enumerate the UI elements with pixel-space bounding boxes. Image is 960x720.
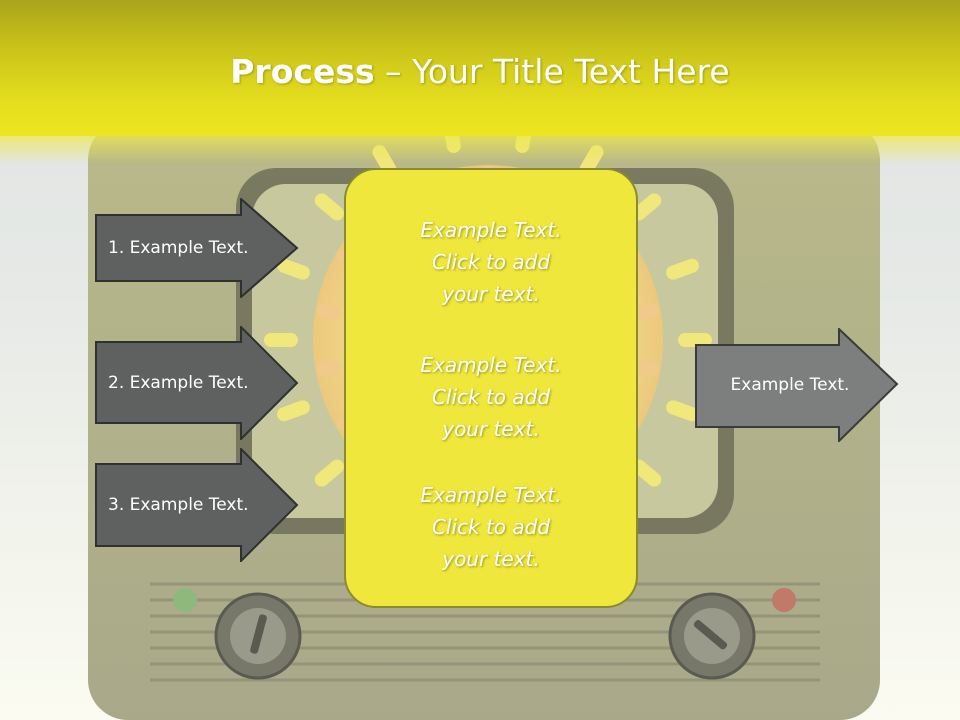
sun-ray <box>635 360 660 376</box>
title-bar-fade <box>0 136 960 164</box>
arrow-shape <box>95 326 299 440</box>
center-text-box[interactable]: Example Text. Click to add your text. Ex… <box>344 168 638 608</box>
sun-ray <box>316 304 341 320</box>
sun-ray <box>631 193 662 221</box>
sun-ray <box>631 459 662 487</box>
sun-ray <box>678 333 712 347</box>
slide-title-bold: Process <box>230 52 375 91</box>
arrow-shape <box>95 448 299 562</box>
sun-ray <box>277 400 310 422</box>
left-arrow-2-label: 2. Example Text. <box>108 373 249 393</box>
sun-ray <box>264 333 298 347</box>
center-text-block-2: Example Text. Click to add your text. <box>420 353 562 441</box>
sun-ray <box>316 360 341 376</box>
arrow-shape <box>695 328 899 442</box>
left-arrow-2[interactable]: 2. Example Text. <box>95 326 299 440</box>
title-bar <box>0 0 960 136</box>
left-arrow-1[interactable]: 1. Example Text. <box>95 198 299 298</box>
right-arrow-label: Example Text. <box>730 375 850 395</box>
left-arrow-3[interactable]: 3. Example Text. <box>95 448 299 562</box>
sun-ray <box>666 258 699 280</box>
sun-ray <box>666 400 699 422</box>
center-text-block-3: Example Text. Click to add your text. <box>420 483 562 571</box>
left-arrow-3-label: 3. Example Text. <box>108 495 249 515</box>
sun-ray <box>277 258 310 280</box>
right-arrow[interactable]: Example Text. <box>695 328 899 442</box>
slide-title[interactable]: Process – Your Title Text Here <box>0 52 960 91</box>
sun-ray <box>635 304 660 320</box>
arrow-shape <box>95 198 299 298</box>
slide-title-rest: – Your Title Text Here <box>374 52 730 91</box>
center-text-block-1: Example Text. Click to add your text. <box>420 218 562 306</box>
sun-ray <box>314 459 345 487</box>
sun-ray <box>314 193 345 221</box>
left-arrow-1-label: 1. Example Text. <box>108 238 249 258</box>
